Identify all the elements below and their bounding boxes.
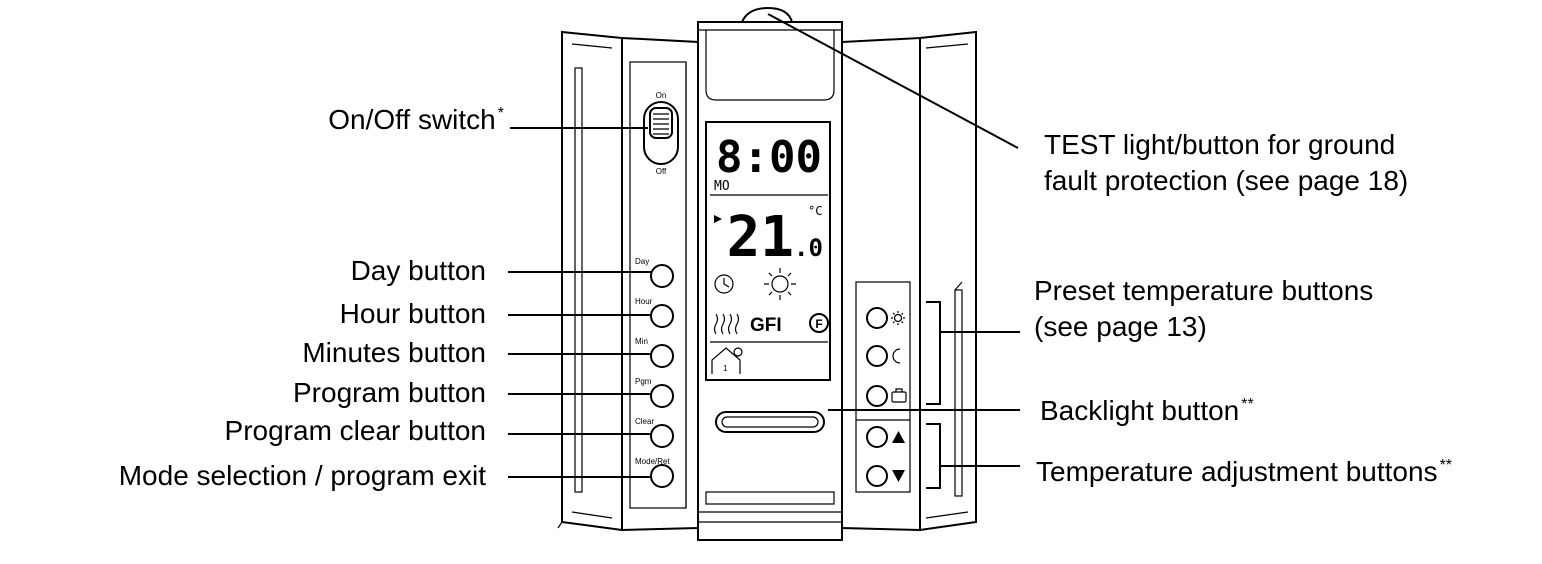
minutes-button-callout: Minutes button — [302, 337, 486, 368]
lcd-time: 8:00 — [716, 132, 822, 183]
house-icon: 1 — [711, 347, 743, 374]
preset-comfort-button[interactable] — [866, 307, 905, 329]
triangle-up-icon — [892, 431, 905, 443]
sun-icon — [891, 311, 905, 325]
lcd-day: MO — [714, 179, 730, 194]
right-button-panel — [841, 36, 921, 532]
test-light-bump[interactable] — [741, 6, 793, 23]
mode-selection-callout: Mode selection / program exit — [118, 460, 486, 491]
program-clear-button-label: Clear — [635, 417, 654, 426]
lcd-display: 8:00 MO 21 .0 °C GFI F — [705, 121, 831, 381]
minutes-button-label: Min — [635, 337, 648, 346]
on-off-switch[interactable]: On Off — [643, 91, 679, 176]
temperature-up-button[interactable] — [866, 426, 905, 448]
hour-button-label: Hour — [635, 297, 653, 306]
test-light-callout: TEST light/button for ground fault prote… — [1044, 129, 1409, 196]
hour-button-callout: Hour button — [339, 298, 486, 329]
switch-on-label: On — [656, 91, 667, 100]
switch-off-label: Off — [656, 167, 667, 176]
lcd-temperature: 21 — [727, 205, 794, 270]
minutes-button[interactable]: Min — [635, 337, 674, 368]
program-clear-button-callout: Program clear button — [224, 415, 486, 446]
svg-text:F: F — [815, 317, 822, 331]
day-button-callout: Day button — [350, 255, 486, 286]
preset-temperature-callout: Preset temperature buttons (see page 13) — [1034, 275, 1374, 342]
program-button-label: Pgm — [635, 377, 652, 386]
central-body — [697, 6, 843, 541]
lcd-zone-number: 1 — [723, 364, 728, 373]
suitcase-icon — [891, 388, 907, 403]
lcd-temperature-decimal: .0 — [794, 234, 823, 262]
preset-night-button[interactable] — [866, 345, 901, 367]
on-off-switch-callout: On/Off switch* — [328, 104, 504, 135]
lcd-unit: °C — [808, 204, 822, 218]
backlight-button[interactable] — [715, 411, 825, 433]
mode-button[interactable]: Mode/Ret — [635, 457, 674, 488]
lcd-gfi-label: GFI — [750, 315, 782, 336]
triangle-down-icon — [892, 470, 905, 482]
heating-icon — [713, 313, 740, 335]
leader-lines — [508, 13, 1020, 489]
floor-sensor-icon: F — [809, 313, 829, 333]
temperature-adjustment-callout: Temperature adjustment buttons** — [1036, 456, 1453, 487]
program-button[interactable]: Pgm — [635, 377, 674, 408]
clock-icon — [714, 274, 734, 294]
temperature-down-button[interactable] — [866, 465, 905, 487]
day-button-label: Day — [635, 257, 649, 266]
right-outer-flap — [919, 30, 977, 532]
mode-button-label: Mode/Ret — [635, 457, 670, 466]
left-outer-flap — [557, 30, 623, 532]
day-button[interactable]: Day — [635, 257, 674, 288]
current-setpoint-arrow-icon — [714, 215, 722, 223]
hour-button[interactable]: Hour — [635, 297, 674, 328]
moon-icon — [892, 348, 901, 364]
backlight-button-callout: Backlight button** — [1040, 395, 1254, 426]
program-clear-button[interactable]: Clear — [635, 417, 674, 448]
preset-away-button[interactable] — [866, 385, 907, 407]
program-button-callout: Program button — [293, 377, 486, 408]
sun-icon — [764, 268, 796, 300]
